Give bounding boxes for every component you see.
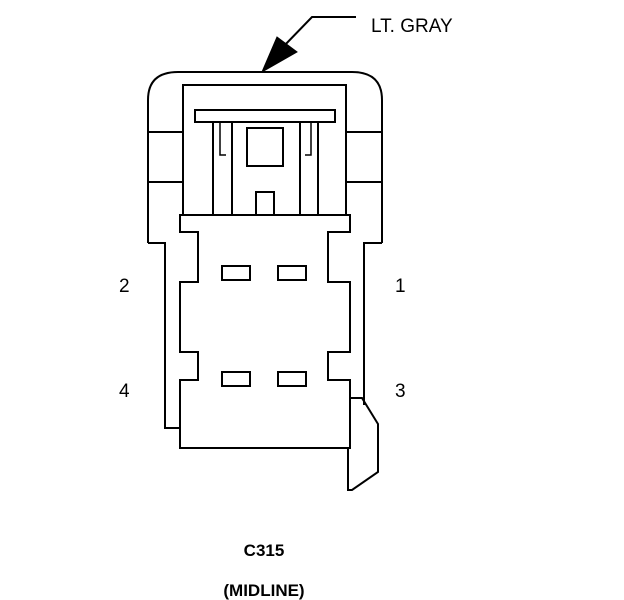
lock-latch (194, 109, 336, 215)
connector-inner-frame (182, 84, 347, 215)
leader-arrowhead (260, 36, 298, 74)
terminal-cavity-pin-2 (221, 265, 251, 281)
terminal-cavities (221, 265, 307, 387)
connector-location: (MIDLINE) (223, 581, 304, 600)
connector-body (179, 214, 351, 449)
terminal-cavity-pin-1 (277, 265, 307, 281)
terminal-cavity-pin-4 (221, 371, 251, 387)
pin-label-4: 4 (119, 381, 130, 402)
connector-id: C315 (244, 541, 285, 560)
pin-label-3: 3 (395, 381, 406, 402)
pin-label-2: 2 (119, 276, 130, 297)
wire-color-leader (260, 16, 356, 74)
wire-color-label: LT. GRAY (371, 16, 453, 37)
terminal-cavity-pin-3 (277, 371, 307, 387)
pin-label-1: 1 (395, 276, 406, 297)
